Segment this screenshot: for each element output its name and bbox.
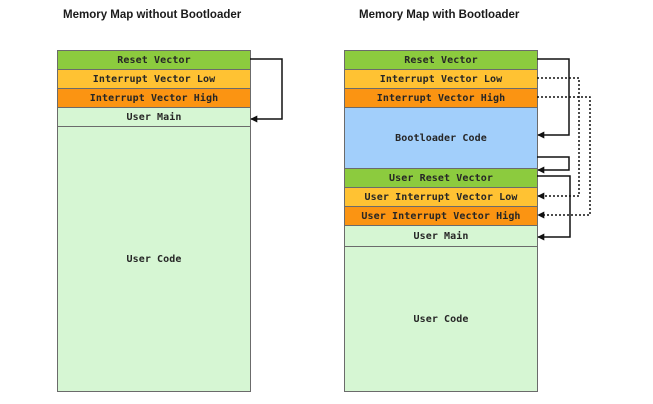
interrupt-vector-low-block: Interrupt Vector Low xyxy=(345,70,537,89)
interrupt-vector-high-block: Interrupt Vector High xyxy=(345,89,537,108)
user-main-block: User Main xyxy=(345,226,537,247)
interrupt-vector-high-block: Interrupt Vector High xyxy=(58,89,250,108)
user-interrupt-vector-high-block: User Interrupt Vector High xyxy=(345,207,537,226)
user-reset-vector-block: User Reset Vector xyxy=(345,169,537,188)
user-code-block: User Code xyxy=(58,127,250,391)
reset-vector-block: Reset Vector xyxy=(345,51,537,70)
user-reset-to-user-main-arrow xyxy=(537,175,571,241)
interrupt-high-redirect-arrow xyxy=(537,96,591,219)
left-map-title: Memory Map without Bootloader xyxy=(63,9,242,21)
reset-vector-block: Reset Vector xyxy=(58,51,250,70)
right-map-title: Memory Map with Bootloader xyxy=(359,9,520,21)
user-main-block: User Main xyxy=(58,108,250,127)
bootloader-code-block: Bootloader Code xyxy=(345,108,537,169)
user-interrupt-vector-low-block: User Interrupt Vector Low xyxy=(345,188,537,207)
reset-to-user-main-arrow xyxy=(250,58,283,123)
memory-map-with-bootloader: Reset Vector Interrupt Vector Low Interr… xyxy=(344,50,538,392)
user-code-block: User Code xyxy=(345,247,537,391)
memory-map-without-bootloader: Reset Vector Interrupt Vector Low Interr… xyxy=(57,50,251,392)
bootloader-to-user-reset-arrow xyxy=(537,156,570,174)
interrupt-vector-low-block: Interrupt Vector Low xyxy=(58,70,250,89)
interrupt-low-redirect-arrow xyxy=(537,77,580,200)
